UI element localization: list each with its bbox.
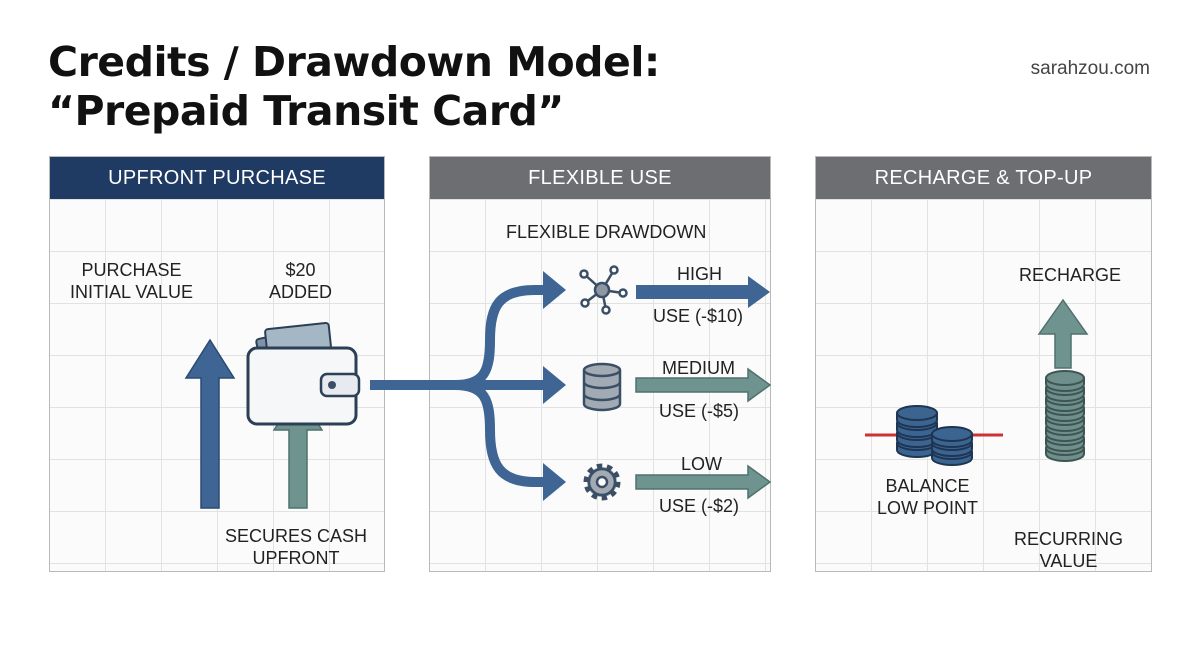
- site-credit: sarahzou.com: [1030, 58, 1150, 79]
- low-tier-label: LOW: [681, 454, 723, 474]
- branch-arrowhead-medium: [543, 366, 566, 404]
- upfront-purchase-header: UPFRONT PURCHASE: [50, 157, 384, 199]
- secures-cash-label: SECURES CASH UPFRONT: [225, 526, 368, 568]
- green-coin-stack-icon: [1045, 370, 1085, 462]
- high-tier-label: HIGH: [677, 264, 722, 284]
- high-use-arrow: [636, 276, 770, 308]
- low-use-label: USE (-$2): [659, 496, 740, 516]
- purchase-up-arrow-icon: [184, 338, 236, 509]
- database-icon: [582, 362, 622, 412]
- medium-use-arrow: [635, 367, 772, 403]
- recharge-topup-header: RECHARGE & TOP-UP: [816, 157, 1151, 199]
- page-title: Credits / Drawdown Model: “Prepaid Trans…: [48, 38, 660, 136]
- flexible-drawdown-label: FLEXIBLE DRAWDOWN: [506, 222, 707, 242]
- branch-arrowhead-low: [543, 463, 566, 501]
- recurring-value-label: RECURRING VALUE: [1014, 529, 1124, 571]
- recharge-label: RECHARGE: [1019, 265, 1122, 285]
- medium-tier-label: MEDIUM: [662, 358, 735, 378]
- title-line-2: “Prepaid Transit Card”: [48, 87, 564, 135]
- gear-icon: [583, 463, 621, 501]
- purchase-initial-value-label: PURCHASE INITIAL VALUE: [70, 260, 194, 302]
- title-line-1: Credits / Drawdown Model:: [48, 38, 660, 86]
- branch-arrowhead-high: [543, 271, 566, 309]
- flexible-use-header: FLEXIBLE USE: [430, 157, 770, 199]
- wallet-icon: [246, 322, 361, 426]
- recharge-up-arrow-icon: [1037, 298, 1089, 369]
- recharge-topup-panel: RECHARGE & TOP-UP RECHARGE BALANCE LOW P…: [815, 156, 1152, 572]
- low-use-arrow: [635, 464, 772, 500]
- network-hub-icon: [579, 265, 628, 315]
- drawdown-branch-arrows: [370, 285, 545, 487]
- medium-use-label: USE (-$5): [659, 401, 740, 421]
- high-use-label: USE (-$10): [653, 306, 744, 326]
- blue-coin-stack-icon: [896, 405, 973, 466]
- balance-low-point-label: BALANCE LOW POINT: [877, 476, 979, 518]
- twenty-added-label: $20 ADDED: [269, 260, 333, 302]
